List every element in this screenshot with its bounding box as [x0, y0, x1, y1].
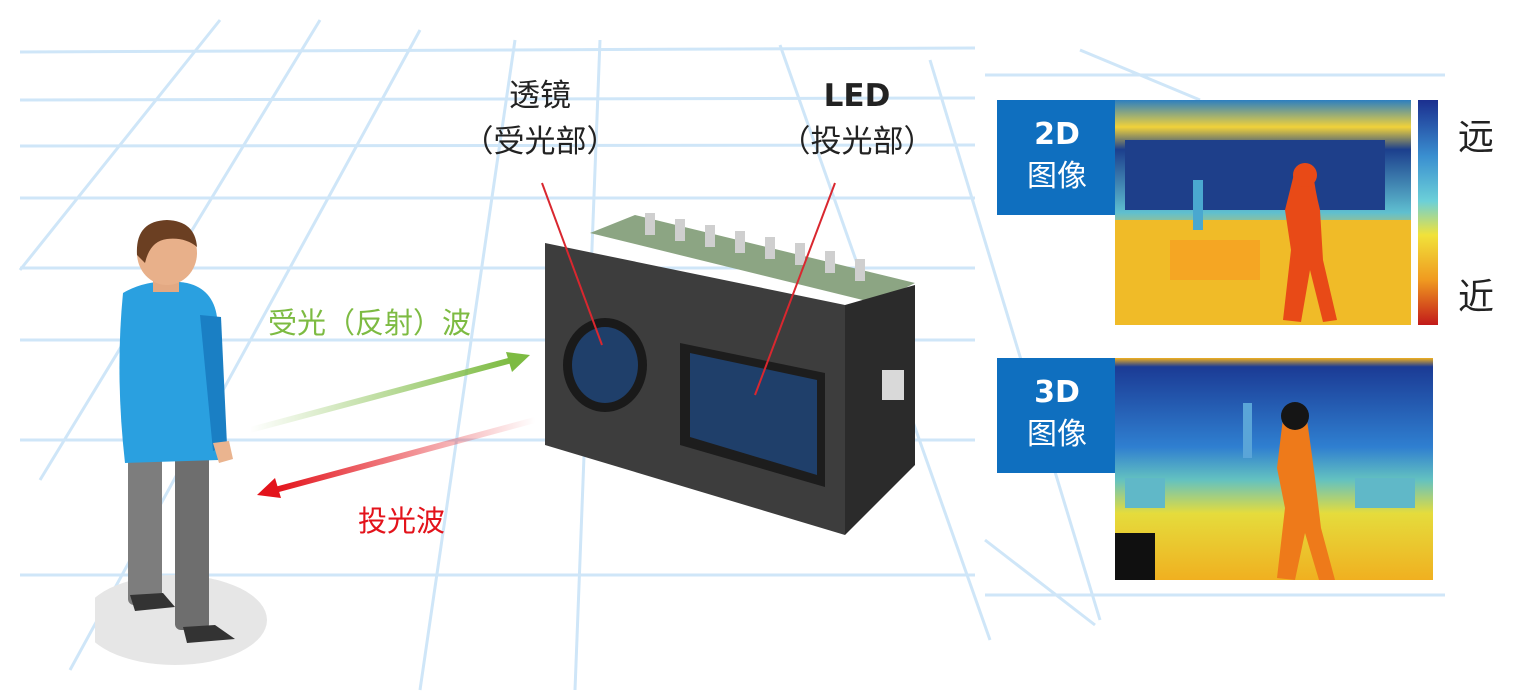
received-wave-arrow-line: [249, 357, 513, 433]
led-emitter-glass: [690, 353, 817, 475]
image-3d-tag-title: 3D: [1034, 375, 1080, 410]
lens-label-title: 透镜: [509, 78, 571, 114]
device-top-board: [590, 215, 915, 303]
received-wave-label: 受光（反射）波: [268, 306, 472, 340]
image-3d-tag: 3D 图像: [997, 358, 1117, 473]
image-2d-tag-title: 2D: [1034, 117, 1080, 152]
tof-sensor-device: [545, 213, 915, 535]
person-hand: [213, 441, 233, 463]
depth-scale-near-label: 近: [1458, 277, 1495, 318]
person-shoe-left: [130, 593, 175, 611]
depth-scale-far-label: 远: [1458, 117, 1495, 158]
depth-image-2d: [1115, 100, 1411, 325]
person-shoe-right: [183, 625, 235, 643]
person-figure: [95, 220, 267, 665]
person-hair: [136, 220, 197, 263]
led-label-subtitle: （投光部）: [779, 124, 935, 160]
led-pointer-line: [754, 182, 836, 396]
led-label: LED （投光部）: [772, 73, 942, 165]
lens-label: 透镜 （受光部）: [455, 73, 625, 165]
person-torso: [119, 281, 219, 463]
image-2d-tag: 2D 图像: [997, 100, 1117, 215]
image-3d-tag-subtitle: 图像: [1027, 417, 1087, 452]
lens-glass: [572, 327, 638, 403]
person-leg-left: [128, 455, 162, 605]
emitted-wave-arrow-line: [274, 417, 536, 493]
figure-2d-silhouette: [1283, 166, 1337, 322]
figure-3d-silhouette: [1277, 413, 1335, 580]
led-label-title: LED: [823, 78, 891, 114]
depth-image-3d: [1115, 358, 1433, 580]
received-wave-arrowhead: [506, 352, 530, 372]
emitted-wave-arrowhead: [257, 478, 281, 498]
depth-color-scale: [1418, 100, 1438, 325]
person-arm: [200, 315, 227, 451]
person-leg-right: [175, 455, 209, 630]
image-2d-tag-subtitle: 图像: [1027, 159, 1087, 194]
device-side-connector: [882, 370, 904, 400]
lens-label-subtitle: （受光部）: [462, 124, 618, 160]
lens-pointer-line: [541, 182, 603, 346]
emitted-wave-label: 投光波: [358, 504, 446, 538]
device-side-face: [845, 285, 915, 535]
